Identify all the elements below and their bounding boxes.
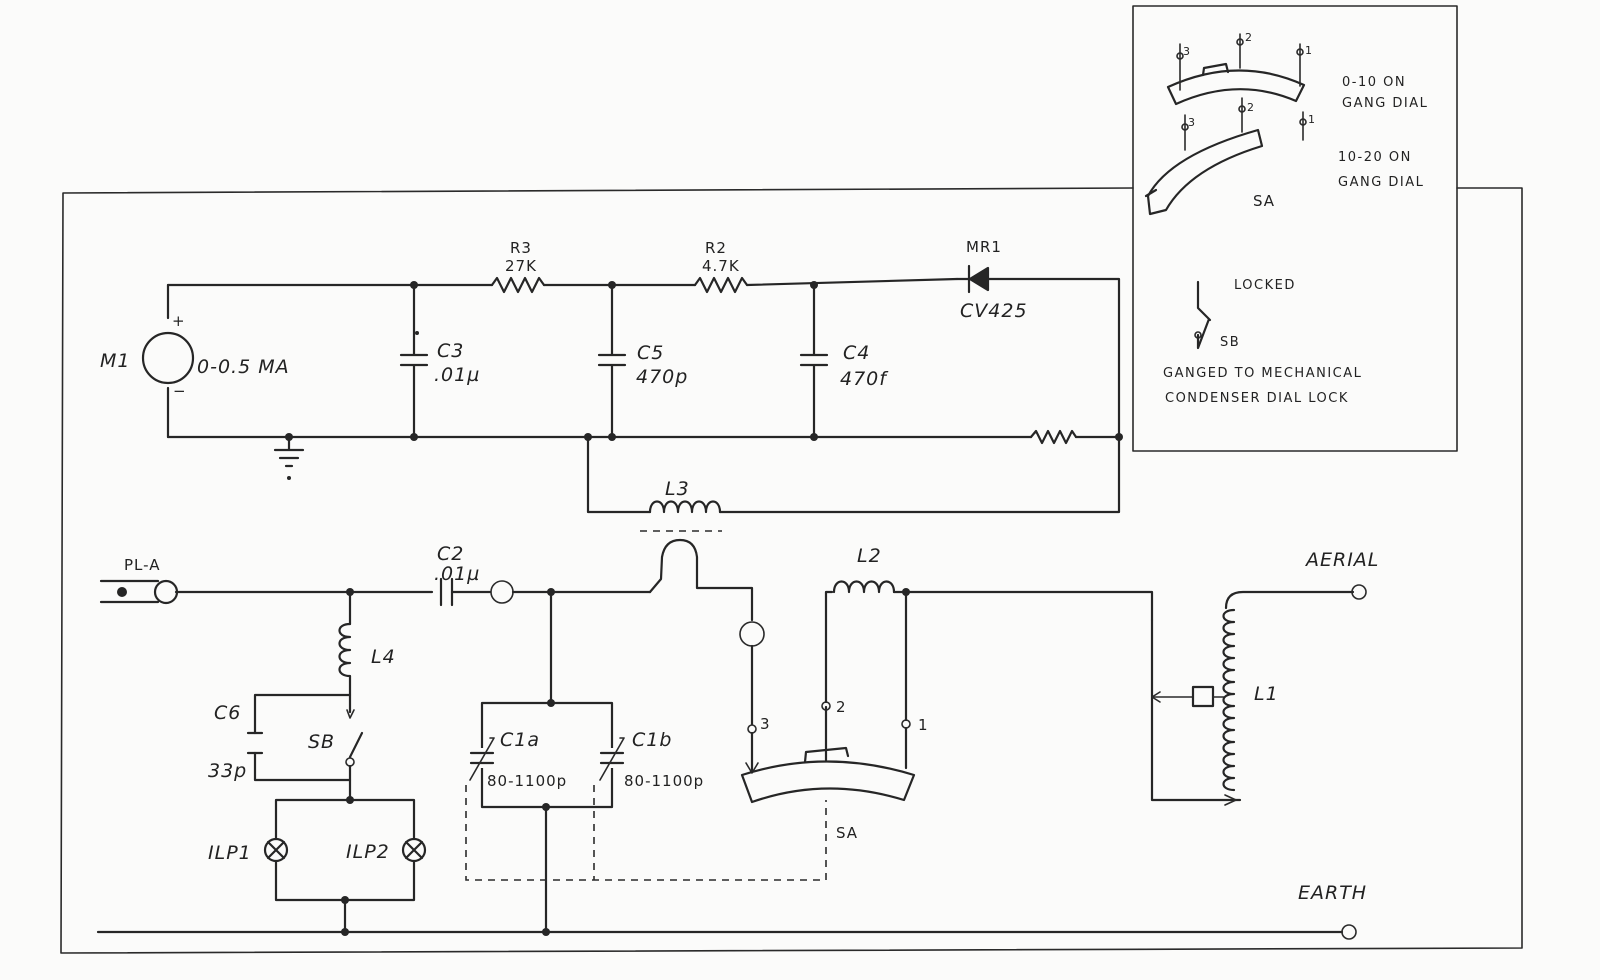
inset-pos3-label: 3 <box>1183 45 1190 58</box>
c6-value: 33p <box>208 760 247 782</box>
mr1-ref: MR1 <box>966 238 1002 256</box>
inset-pos1-label: 1 <box>1305 44 1312 57</box>
inset-sa-segment-2 <box>1146 128 1264 216</box>
svg-text:+: + <box>172 312 186 330</box>
load-resistor <box>1029 429 1078 445</box>
aerial-terminal <box>1351 584 1367 600</box>
r2-ref: R2 <box>705 239 727 257</box>
pla-connector <box>99 579 434 605</box>
c5-value: 470p <box>636 366 688 388</box>
inset-note-range1-line1: 0-10 ON <box>1342 75 1406 90</box>
earth-label: EARTH <box>1298 882 1367 904</box>
c6-ref: C6 <box>214 702 241 724</box>
inset-note-range1-line2: GANG DIAL <box>1342 96 1428 111</box>
sa-pos1-label: 1 <box>918 716 929 734</box>
c1a-value: 80-1100p <box>487 772 567 790</box>
aerial-label: AERIAL <box>1304 549 1379 571</box>
mr1-value: CV425 <box>960 300 1028 322</box>
inset-ganged-line1: GANGED TO MECHANICAL <box>1163 366 1362 381</box>
inset-sb-switch <box>1196 280 1212 350</box>
mr1-diode <box>955 264 1121 439</box>
r2-resistor <box>693 276 749 294</box>
l1-ref: L1 <box>1254 683 1279 705</box>
svg-text:3: 3 <box>1188 116 1195 129</box>
c5-ref: C5 <box>637 342 664 364</box>
c4-value: 470f <box>840 368 889 390</box>
outer-frame <box>60 187 1523 954</box>
c1b-value: 80-1100p <box>624 772 704 790</box>
c3-ref: C3 <box>437 340 464 362</box>
l3-ref: L3 <box>665 478 690 500</box>
m1-meter: + − <box>141 283 195 439</box>
ilp1-ref: ILP1 <box>208 842 252 864</box>
r3-value: 27K <box>505 257 537 275</box>
sa-pos3-label: 3 <box>760 715 771 733</box>
l3-coil <box>648 500 722 514</box>
c1b-capacitor <box>599 737 625 781</box>
c3-capacitor <box>399 283 429 439</box>
c4-ref: C4 <box>843 342 870 364</box>
inset-ganged-line2: CONDENSER DIAL LOCK <box>1165 391 1349 406</box>
c4-capacitor <box>799 283 829 439</box>
c5-capacitor <box>597 283 627 439</box>
l1-coil <box>1150 590 1355 806</box>
ground-symbol <box>273 435 305 480</box>
r2-value: 4.7K <box>702 257 740 275</box>
l2-ref: L2 <box>857 545 882 567</box>
sb-switch <box>345 709 364 802</box>
inset-sb-label: SB <box>1220 335 1240 350</box>
l2-coil <box>832 580 896 594</box>
c1a-capacitor <box>469 737 495 781</box>
meter-circuit: + − M1 0-0.5 MA C3 .01µ C5 470p C4 470f <box>100 238 1123 532</box>
earth-terminal <box>1341 924 1357 940</box>
svg-text:−: − <box>173 382 187 400</box>
r3-ref: R3 <box>510 239 532 257</box>
sa-switch <box>740 701 916 804</box>
inset-note-range2-line1: 10-20 ON <box>1338 150 1412 165</box>
l4-coil <box>338 622 352 714</box>
pla-ref: PL-A <box>124 556 160 574</box>
l4-ref: L4 <box>371 646 396 668</box>
svg-text:2: 2 <box>1247 101 1254 114</box>
c1b-ref: C1b <box>632 729 672 751</box>
c2-capacitor <box>439 577 652 607</box>
svg-text:1: 1 <box>1308 113 1315 126</box>
sa-pos2-label: 2 <box>836 698 847 716</box>
inset-note-range2-line2: GANG DIAL <box>1338 175 1424 190</box>
inset-border <box>1132 5 1458 452</box>
c1a-ref: C1a <box>500 729 540 751</box>
inset-sa-segment-1 <box>1166 69 1306 106</box>
ilp1-lamp <box>263 837 289 863</box>
r3-resistor <box>490 276 546 294</box>
c3-value: .01µ <box>434 364 480 386</box>
c2-ref: C2 <box>437 543 464 565</box>
inset-panel: 3 2 1 0-10 ON GANG DIAL 3 2 1 10-20 ON G… <box>1132 5 1458 452</box>
inset-sa-label: SA <box>1253 192 1275 210</box>
inset-locked-label: LOCKED <box>1234 278 1296 293</box>
inset-pos2-label: 2 <box>1245 31 1252 44</box>
gang-link <box>465 785 827 881</box>
ilp2-ref: ILP2 <box>346 841 390 863</box>
m1-ref: M1 <box>100 350 130 372</box>
c6-capacitor <box>246 693 352 782</box>
c2-value: .01µ <box>434 563 480 585</box>
rf-circuit: PL-A C2 .01µ L4 SB <box>96 538 1379 940</box>
ilp2-lamp <box>401 837 427 863</box>
sb-ref: SB <box>308 731 335 753</box>
sa-ref: SA <box>836 824 858 842</box>
m1-value: 0-0.5 MA <box>197 356 290 378</box>
